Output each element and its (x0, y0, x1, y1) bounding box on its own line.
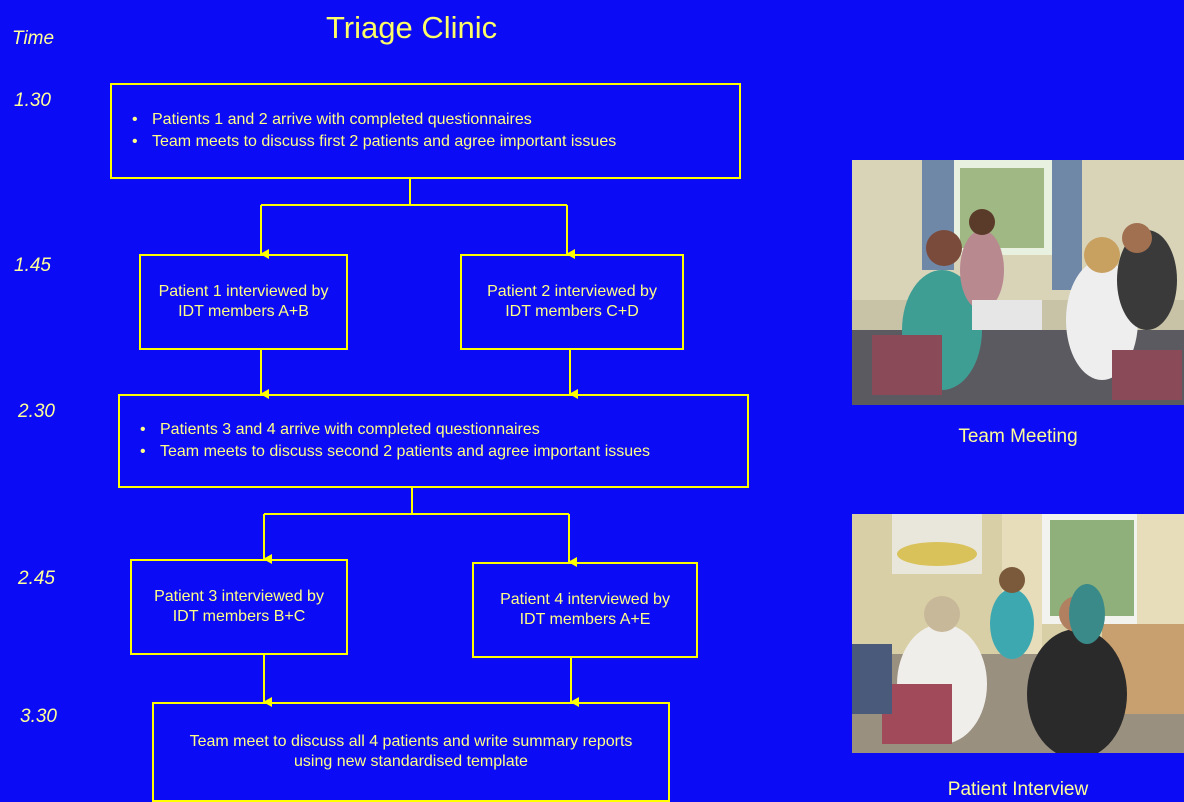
box-text: Patient 2 interviewed by (487, 283, 657, 300)
patient-4-interview-box: Patient 4 interviewed by IDT members A+E (472, 562, 698, 658)
page-title: Triage Clinic (326, 10, 498, 45)
box-text: IDT members B+C (172, 608, 306, 625)
time-label: 1.45 (14, 255, 51, 276)
step-second-arrivals-box: Patients 3 and 4 arrive with completed q… (118, 394, 749, 488)
patient-3-interview-box: Patient 3 interviewed by IDT members B+C (130, 559, 348, 655)
box-text: IDT members C+D (505, 303, 639, 320)
time-label: 1.30 (14, 90, 51, 111)
bullet-item: Team meets to discuss second 2 patients … (140, 442, 650, 462)
box-text: Patient 1 interviewed by (158, 283, 329, 300)
box-text: IDT members A+E (519, 611, 651, 628)
team-meeting-caption: Team Meeting (958, 426, 1078, 447)
box-text: using new standardised template (294, 753, 528, 770)
box-text: Team meet to discuss all 4 patients and … (189, 733, 633, 750)
patient-2-interview-box: Patient 2 interviewed by IDT members C+D (460, 254, 684, 350)
bullet-list: Patients 1 and 2 arrive with completed q… (112, 108, 616, 154)
time-label: 2.45 (18, 568, 55, 589)
bullet-item: Patients 3 and 4 arrive with completed q… (140, 420, 650, 440)
box-text: IDT members A+B (178, 303, 309, 320)
final-team-meeting-box: Team meet to discuss all 4 patients and … (152, 702, 670, 802)
time-header: Time (12, 28, 55, 49)
patient-interview-photo (852, 514, 1184, 753)
patient-1-interview-box: Patient 1 interviewed by IDT members A+B (139, 254, 348, 350)
bullet-item: Team meets to discuss first 2 patients a… (132, 132, 616, 152)
bullet-item: Patients 1 and 2 arrive with completed q… (132, 110, 616, 130)
time-label: 2.30 (18, 401, 55, 422)
patient-interview-caption: Patient Interview (947, 779, 1089, 800)
box-text: Patient 3 interviewed by (154, 588, 324, 605)
step-first-arrivals-box: Patients 1 and 2 arrive with completed q… (110, 83, 741, 179)
time-label: 3.30 (20, 706, 57, 727)
box-text: Patient 4 interviewed by (500, 591, 670, 608)
bullet-list: Patients 3 and 4 arrive with completed q… (120, 418, 650, 464)
team-meeting-photo (852, 160, 1184, 405)
